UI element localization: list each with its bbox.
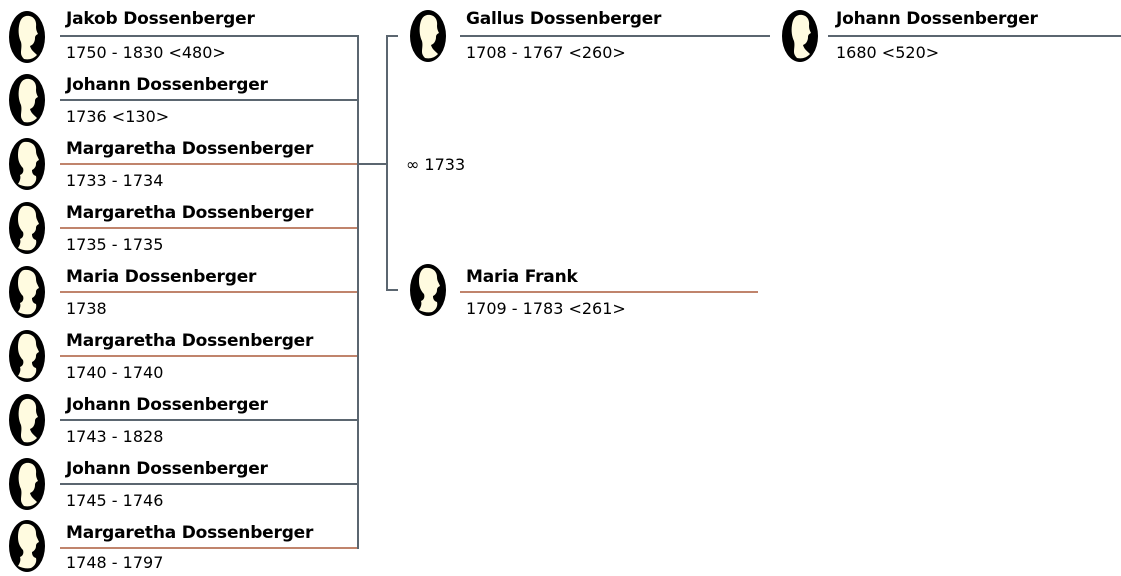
- underline: [60, 483, 358, 485]
- person-name: Margaretha Dossenberger: [66, 331, 314, 351]
- person-name: Maria Dossenberger: [66, 267, 257, 287]
- female-silhouette-icon: [7, 264, 47, 320]
- person-dates: 1750 - 1830 <480>: [66, 43, 226, 62]
- person-dates: 1708 - 1767 <260>: [466, 43, 626, 62]
- person-dates: 1748 - 1797: [66, 553, 164, 572]
- father-stub-line: [386, 35, 398, 37]
- person-name: Margaretha Dossenberger: [66, 523, 314, 543]
- person-dates: 1740 - 1740: [66, 363, 164, 382]
- marriage-label: ∞ 1733: [406, 155, 466, 174]
- underline: [60, 355, 358, 357]
- grandfather-connector-line: [640, 35, 770, 37]
- underline: [60, 99, 358, 101]
- person-name: Maria Frank: [466, 267, 578, 287]
- underline: [460, 291, 758, 293]
- person-dates: 1743 - 1828: [66, 427, 164, 446]
- underline: [60, 419, 358, 421]
- person-dates: 1680 <520>: [836, 43, 940, 62]
- person-name: Johann Dossenberger: [836, 9, 1038, 29]
- person-name: Jakob Dossenberger: [66, 9, 255, 29]
- mother-stub-line: [386, 289, 398, 291]
- male-silhouette-icon: [408, 8, 448, 64]
- female-silhouette-icon: [7, 136, 47, 192]
- person-dates: 1736 <130>: [66, 107, 170, 126]
- parents-bracket-line: [386, 35, 388, 291]
- underline: [60, 547, 358, 549]
- underline: [828, 35, 1121, 37]
- underline: [60, 163, 358, 165]
- person-name: Gallus Dossenberger: [466, 9, 662, 29]
- female-silhouette-icon: [408, 262, 448, 318]
- person-name: Johann Dossenberger: [66, 75, 268, 95]
- person-name: Johann Dossenberger: [66, 395, 268, 415]
- person-dates: 1733 - 1734: [66, 171, 164, 190]
- male-silhouette-icon: [7, 9, 47, 65]
- male-silhouette-icon: [7, 392, 47, 448]
- person-name: Johann Dossenberger: [66, 459, 268, 479]
- underline: [460, 35, 642, 37]
- children-bracket-line: [357, 35, 359, 549]
- underline: [60, 35, 358, 37]
- male-silhouette-icon: [7, 72, 47, 128]
- person-dates: 1709 - 1783 <261>: [466, 299, 626, 318]
- female-silhouette-icon: [7, 200, 47, 256]
- male-silhouette-icon: [780, 8, 820, 64]
- children-to-parents-line: [357, 163, 388, 165]
- person-name: Margaretha Dossenberger: [66, 139, 314, 159]
- person-name: Margaretha Dossenberger: [66, 203, 314, 223]
- underline: [60, 291, 358, 293]
- person-dates: 1738: [66, 299, 107, 318]
- male-silhouette-icon: [7, 456, 47, 512]
- person-dates: 1745 - 1746: [66, 491, 164, 510]
- person-dates: 1735 - 1735: [66, 235, 164, 254]
- underline: [60, 227, 358, 229]
- female-silhouette-icon: [7, 518, 47, 574]
- female-silhouette-icon: [7, 328, 47, 384]
